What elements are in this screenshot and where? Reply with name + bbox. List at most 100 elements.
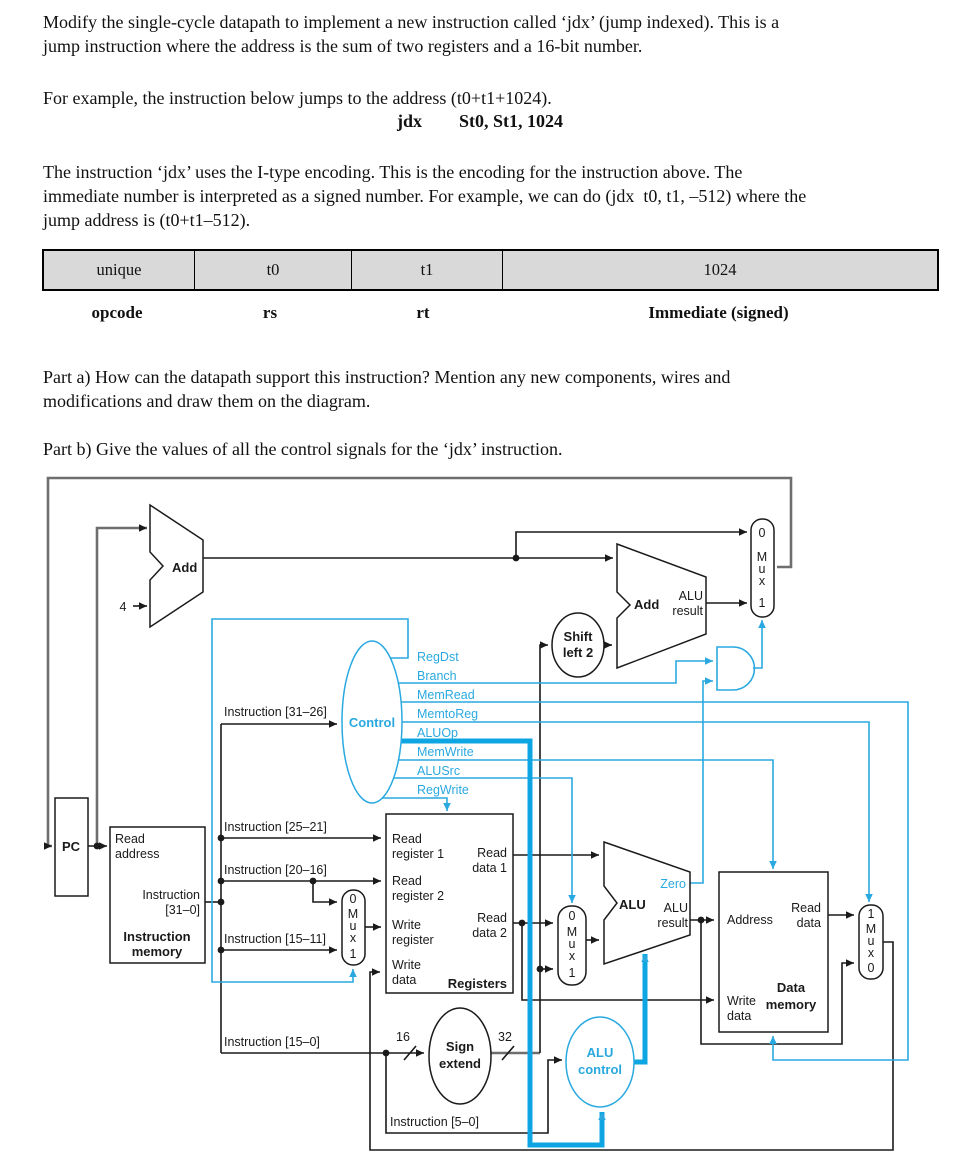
imem-address-label: address (115, 847, 159, 861)
dmem-read-1: Read (791, 901, 821, 915)
regs-rd2-2: data 2 (472, 926, 507, 940)
sign-extend-unit (428, 1007, 492, 1105)
intro-line-2: jump instruction where the address is th… (43, 36, 643, 56)
dmem-address-label: Address (727, 913, 773, 927)
branch-add-unit (616, 542, 707, 670)
zero-wire (690, 677, 713, 884)
bit-width-32: 32 (498, 1030, 512, 1044)
imem-read-label: Read (115, 832, 145, 846)
alusrc-mux (557, 905, 587, 986)
table-label: rt (416, 303, 430, 322)
encoding-table: unique t0 t1 1024 opcode rs rt Immediate… (42, 249, 939, 325)
regs-wd-1: Write (392, 958, 421, 972)
signal-label-alusrc: ALUSrc (417, 764, 460, 778)
pc-add-unit (149, 503, 204, 629)
field-25-21-label: Instruction [25–21] (224, 820, 327, 834)
memtoreg-mux (858, 904, 884, 980)
sign-extend-label-2: extend (439, 1056, 481, 1071)
regs-rr2-2: register 2 (392, 889, 444, 903)
regdst-signal-wire (211, 618, 409, 983)
mux-label: 0 (350, 892, 357, 906)
regs-rr1-1: Read (392, 832, 422, 846)
and-gate-out-wire (753, 620, 766, 669)
mux-label: 0 (759, 526, 766, 540)
regs-rd1-1: Read (477, 846, 507, 860)
alu-unit (603, 840, 691, 966)
regs-rd2-1: Read (477, 911, 507, 925)
mux-label: M (567, 925, 577, 939)
signal-label-branch: Branch (417, 669, 457, 683)
write-back-wire (369, 941, 894, 1151)
part-a-line-1: Part a) How can the datapath support thi… (43, 367, 731, 387)
registers-box (385, 813, 514, 994)
table-cell: t1 (351, 251, 502, 289)
pc-output-wires (88, 524, 147, 850)
alu-zero-label: Zero (660, 877, 686, 891)
pc-add-label: Add (172, 560, 197, 575)
signal-label-memtoreg: MemtoReg (417, 707, 478, 721)
alu-control-label-1: ALU (587, 1045, 614, 1060)
encoding-line-2: immediate number is interpreted as a sig… (43, 186, 807, 206)
signal-label-regdst: RegDst (417, 650, 459, 664)
mux-label: x (569, 949, 576, 963)
alu-result-1: ALU (664, 901, 688, 915)
intro-line-1: Modify the single-cycle datapath to impl… (43, 12, 780, 32)
dmem-name-2: memory (766, 997, 817, 1012)
dmem-write-2: data (727, 1009, 751, 1023)
encoding-line-3: jump address is (t0+t1–512). (43, 210, 251, 230)
field-20-16-label: Instruction [20–16] (224, 863, 327, 877)
table-label: Immediate (signed) (648, 303, 789, 322)
part-b-line: Part b) Give the values of all the contr… (43, 439, 563, 459)
operands: St0, St1, 1024 (459, 111, 564, 131)
mnemonic: jdx (397, 111, 423, 131)
branch-add-result-1: ALU (679, 589, 703, 603)
instruction-memory-box (109, 826, 206, 964)
field-15-11-label: Instruction [15–11] (224, 932, 326, 946)
alu-control-unit (565, 1016, 635, 1108)
regs-wd-2: data (392, 973, 416, 987)
alu-control-out-wire (634, 954, 649, 1065)
mux-label: u (569, 937, 576, 951)
mux-label: u (759, 562, 766, 576)
pcsrc-mux (750, 518, 775, 618)
mux-label: 0 (868, 961, 875, 975)
mux-label: x (868, 946, 875, 960)
table-cell: unique (96, 260, 142, 279)
branch-add-result-2: result (672, 604, 703, 618)
mux-label: 0 (569, 909, 576, 923)
dmem-name-1: Data (777, 980, 806, 995)
data-memory-box (718, 871, 829, 1033)
dmem-write-1: Write (727, 994, 756, 1008)
encoding-label-row: opcode rs rt Immediate (signed) (42, 301, 939, 325)
imem-range-label: [31–0] (165, 903, 200, 917)
signal-label-memwrite: MemWrite (417, 745, 474, 759)
memtoreg-signal-wire (402, 721, 873, 902)
regs-wr-1: Write (392, 918, 421, 932)
imem-name-1: Instruction (123, 929, 190, 944)
regs-rr1-2: register 1 (392, 847, 444, 861)
pc-plus-4-wires (203, 528, 747, 562)
bit-width-16: 16 (396, 1030, 410, 1044)
field-5-0-label: Instruction [5–0] (390, 1115, 479, 1129)
pc-feedback-wire (44, 476, 793, 850)
memwrite-signal-wire (398, 759, 777, 869)
table-label: rs (262, 303, 278, 322)
shift-left-2-unit (551, 612, 605, 678)
mux-label: u (350, 919, 357, 933)
mux-label: M (866, 922, 876, 936)
aluop-signal-wire (399, 738, 606, 1148)
mux-label: 1 (350, 947, 357, 961)
mux-label: M (757, 550, 767, 564)
branch-signal-wire (398, 657, 713, 684)
shift-label-1: Shift (564, 629, 594, 644)
mux-label: u (868, 934, 875, 948)
example-instruction: jdx St0, St1, 1024 (397, 111, 563, 132)
signal-label-regwrite: RegWrite (417, 783, 469, 797)
table-cell: t0 (194, 251, 351, 289)
four-label: 4 (120, 600, 127, 614)
alu-result-2: result (657, 916, 688, 930)
part-a-line-2: modifications and draw them on the diagr… (43, 391, 371, 411)
regs-wr-2: register (392, 933, 434, 947)
regwrite-signal-wire (382, 797, 451, 811)
